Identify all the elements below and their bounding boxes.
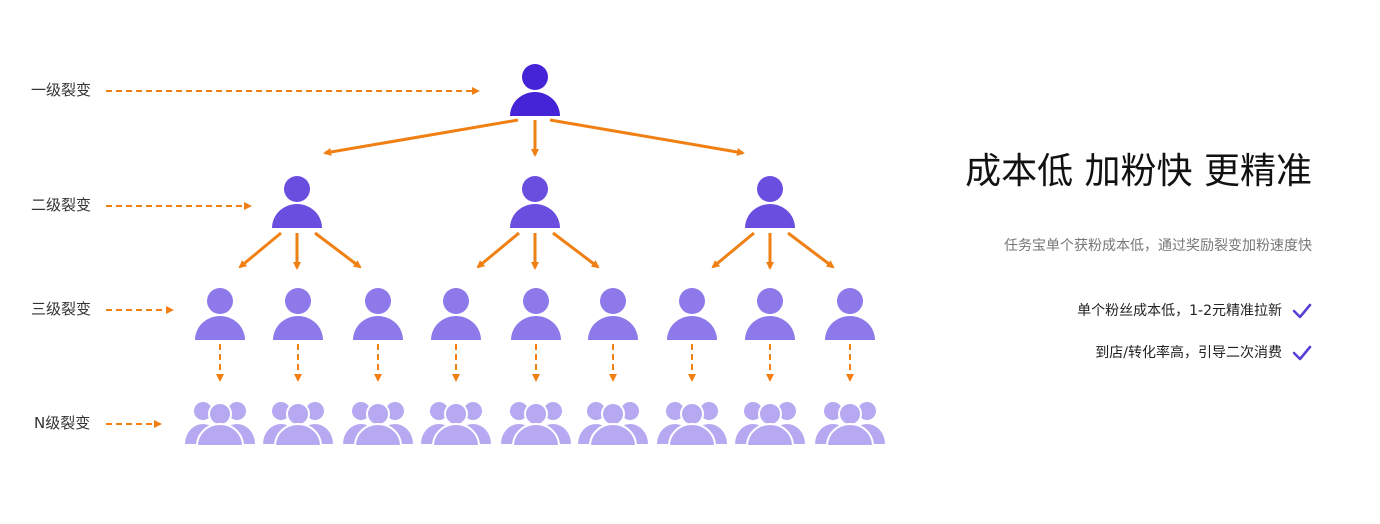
people-group-icon-7	[735, 402, 805, 447]
person-icon-level1	[510, 64, 560, 116]
person-icon-level3-8	[825, 288, 875, 340]
level-label-1: 一级裂变	[31, 81, 92, 99]
level-label-n: N级裂变	[34, 414, 91, 432]
arrow-l1-right	[549, 118, 745, 156]
people-group-icon-0	[185, 402, 255, 447]
person-icon-level3-7	[745, 288, 795, 340]
arrow-l2-2-left	[711, 231, 755, 269]
arrow-l1-left	[323, 118, 519, 156]
arrow-l2-1-right	[552, 231, 600, 269]
arrow-l2-0-right	[314, 231, 362, 269]
person-icon-level3-1	[273, 288, 323, 340]
arrow-l2-2-right	[787, 231, 835, 269]
person-icon-level3-2	[353, 288, 403, 340]
people-group-icon-5	[578, 402, 648, 447]
arrow-l2-1-left	[476, 231, 520, 269]
checkmark-icon	[1292, 303, 1312, 319]
people-group-icon-2	[343, 402, 413, 447]
headline: 成本低 加粉快 更精准	[965, 151, 1312, 192]
people-group-icon-1	[263, 402, 333, 447]
subline: 任务宝单个获粉成本低，通过奖励裂变加粉速度快	[1004, 238, 1312, 254]
person-icon-level2-2	[745, 176, 795, 228]
person-icon-level2-0	[272, 176, 322, 228]
person-icon-level3-6	[667, 288, 717, 340]
person-icon-level3-4	[511, 288, 561, 340]
level-label-3: 三级裂变	[31, 300, 92, 318]
feature-item-2: 到店/转化率高，引导二次消费	[1095, 343, 1312, 363]
people-group-icon-8	[815, 402, 885, 447]
checkmark-icon	[1292, 345, 1312, 361]
arrow-l2-0-left	[238, 231, 282, 269]
person-icon-level3-5	[588, 288, 638, 340]
fission-tree-diagram	[106, 64, 885, 447]
level-label-2: 二级裂变	[31, 196, 92, 214]
person-icon-level3-3	[431, 288, 481, 340]
feature-text-2: 到店/转化率高，引导二次消费	[1095, 345, 1282, 361]
people-group-icon-4	[501, 402, 571, 447]
person-icon-level2-1	[510, 176, 560, 228]
feature-text-1: 单个粉丝成本低，1-2元精准拉新	[1077, 303, 1282, 319]
feature-item-1: 单个粉丝成本低，1-2元精准拉新	[1077, 301, 1312, 321]
people-group-icon-3	[421, 402, 491, 447]
person-icon-level3-0	[195, 288, 245, 340]
people-group-icon-6	[657, 402, 727, 447]
